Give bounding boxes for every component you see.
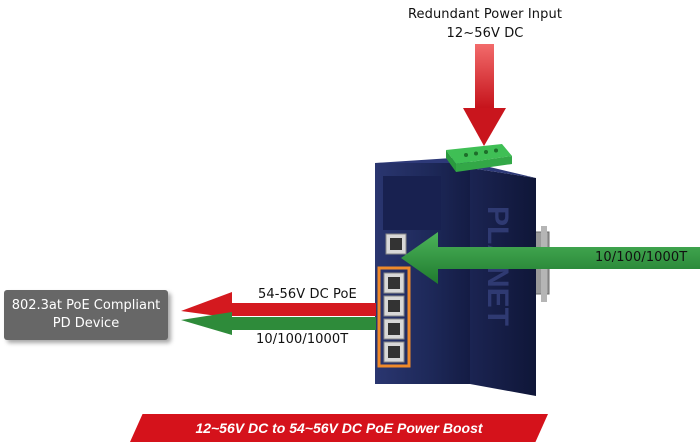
redundant-power-title: Redundant Power Input (407, 7, 563, 22)
switch-device: PLANET (375, 158, 536, 396)
poe-output-arrows (181, 292, 376, 335)
pd-device-line1: 802.3at PoE Compliant (11, 298, 161, 313)
redundant-power-voltage: 12~56V DC (446, 26, 524, 41)
uplink-arrow (401, 232, 700, 284)
power-input-arrow (463, 44, 506, 146)
pd-device-box: 802.3at PoE Compliant PD Device (4, 290, 168, 340)
poe-ports (383, 272, 405, 363)
power-boost-banner: 12~56V DC to 54~56V DC PoE Power Boost (130, 414, 548, 442)
poe-power-label: 54-56V DC PoE (258, 287, 357, 302)
uplink-label: 10/100/1000T (595, 250, 688, 265)
banner-text: 12~56V DC to 54~56V DC PoE Power Boost (195, 420, 483, 436)
poe-data-label: 10/100/1000T (256, 332, 349, 347)
pd-device-line2: PD Device (52, 316, 120, 331)
power-terminal-block (446, 144, 512, 172)
